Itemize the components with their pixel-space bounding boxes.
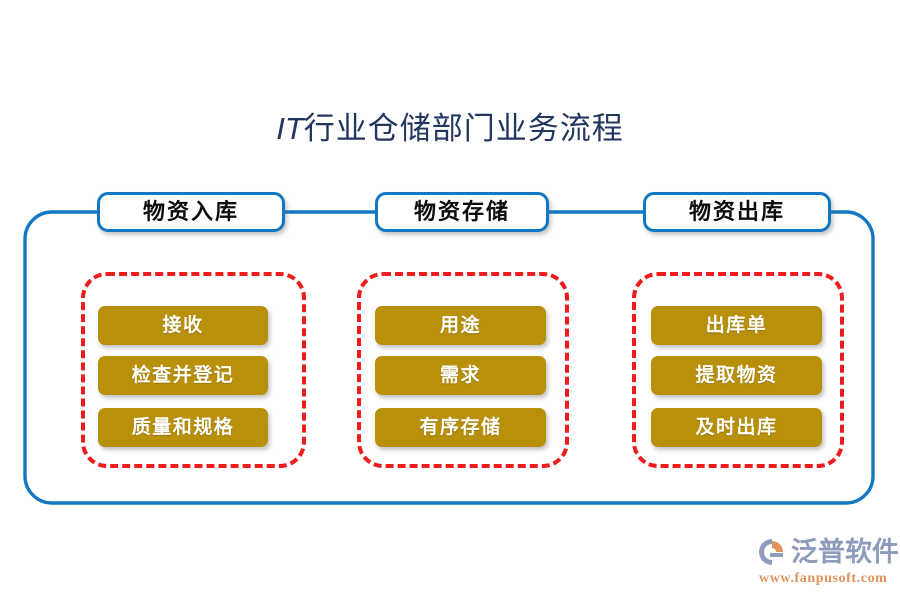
stage-box-1[interactable]: 物资存储	[375, 192, 549, 232]
task-box-1-2[interactable]: 有序存储	[375, 408, 546, 447]
task-box-1-1[interactable]: 需求	[375, 356, 546, 395]
task-box-2-2[interactable]: 及时出库	[651, 408, 822, 447]
stage-label-0: 物资入库	[142, 199, 239, 224]
stage-label-2: 物资出库	[688, 199, 785, 224]
watermark: 泛普软件 www.fanpusoft.com	[757, 537, 899, 593]
page-title-cjk: 行业仓储部门业务流程	[303, 111, 624, 146]
watermark-brand: 泛普软件	[791, 536, 899, 567]
task-label-0-0: 接收	[162, 315, 204, 336]
task-label-0-1: 检查并登记	[131, 365, 235, 386]
task-label-1-2: 有序存储	[419, 417, 502, 438]
fanpu-logo-icon	[757, 537, 787, 567]
task-box-0-0[interactable]: 接收	[98, 306, 268, 345]
task-label-2-2: 及时出库	[695, 417, 778, 438]
stage-box-2[interactable]: 物资出库	[643, 192, 831, 232]
task-box-0-1[interactable]: 检查并登记	[98, 356, 268, 395]
task-label-1-0: 用途	[439, 315, 481, 336]
watermark-url: www.fanpusoft.com	[759, 571, 888, 586]
task-box-1-0[interactable]: 用途	[375, 306, 546, 345]
task-box-2-0[interactable]: 出库单	[651, 306, 822, 345]
task-box-2-1[interactable]: 提取物资	[651, 356, 822, 395]
task-label-1-1: 需求	[439, 365, 481, 386]
stage-label-1: 物资存储	[413, 199, 510, 224]
task-label-0-2: 质量和规格	[131, 417, 235, 438]
stage-box-0[interactable]: 物资入库	[97, 192, 285, 232]
watermark-brand-row: 泛普软件	[757, 537, 899, 567]
task-box-0-2[interactable]: 质量和规格	[98, 408, 268, 447]
page-title: IT行业仓储部门业务流程	[0, 103, 900, 148]
task-label-2-0: 出库单	[705, 315, 768, 336]
page-title-latin: IT	[276, 111, 304, 146]
task-label-2-1: 提取物资	[695, 365, 778, 386]
